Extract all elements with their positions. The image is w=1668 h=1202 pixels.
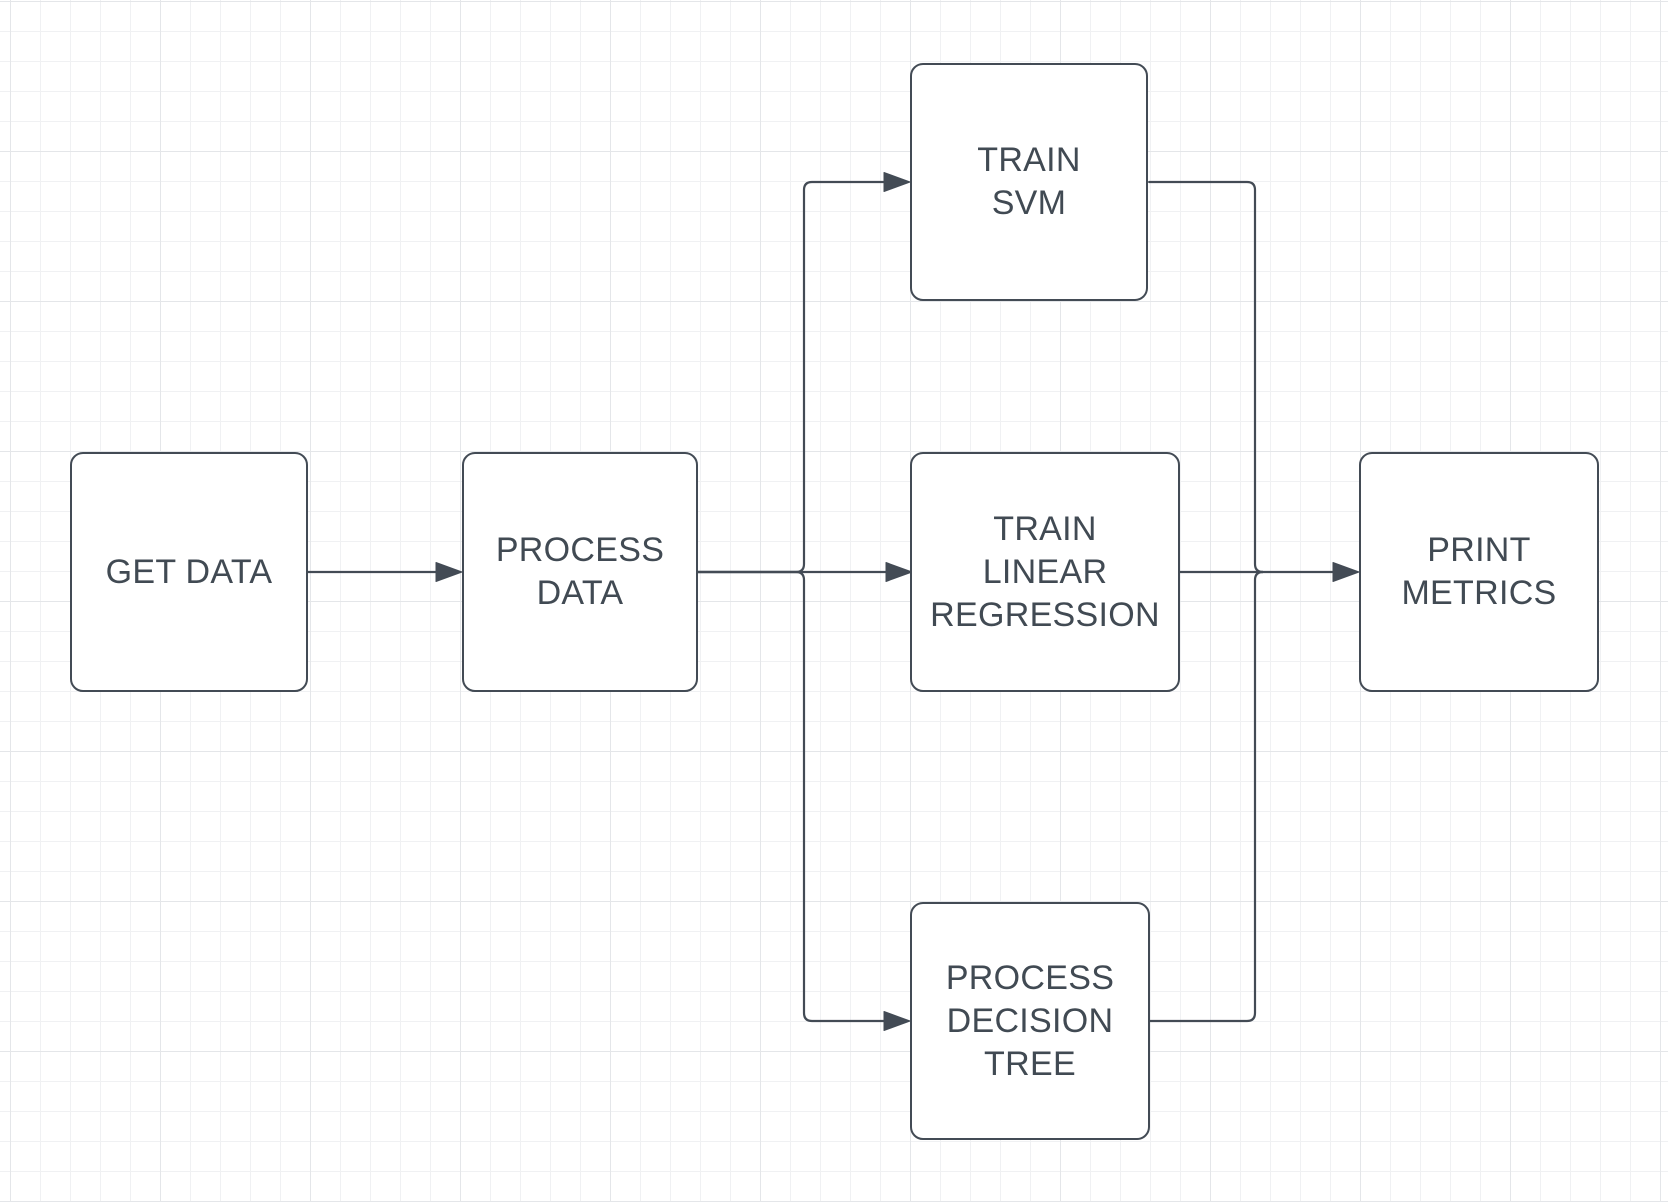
arrowhead-into-process-decision-tree: [883, 1011, 911, 1031]
arrowhead-into-print-metrics: [1332, 562, 1360, 582]
node-train-linear-regression-label: TRAIN LINEAR REGRESSION: [930, 509, 1160, 634]
arrowhead-into-train-svm: [883, 172, 911, 192]
node-process-data-label: PROCESS DATA: [495, 531, 665, 612]
node-train-svm[interactable]: TRAIN SVM: [910, 63, 1148, 301]
arrowhead-into-train-linear-regression: [885, 562, 913, 582]
node-get-data-label: GET DATA: [105, 552, 273, 591]
node-print-metrics[interactable]: PRINT METRICS: [1359, 452, 1599, 692]
node-print-metrics-label: PRINT METRICS: [1401, 531, 1557, 612]
arrowhead-into-process-data: [435, 562, 463, 582]
node-get-data[interactable]: GET DATA: [70, 452, 308, 692]
node-train-svm-label: TRAIN SVM: [977, 141, 1081, 222]
edge-process-data-to-process-decision-tree: [698, 570, 884, 1023]
node-process-decision-tree-label: PROCESS DECISION TREE: [945, 958, 1115, 1083]
node-process-data[interactable]: PROCESS DATA: [462, 452, 698, 692]
node-process-decision-tree[interactable]: PROCESS DECISION TREE: [910, 902, 1150, 1140]
node-train-linear-regression[interactable]: TRAIN LINEAR REGRESSION: [910, 452, 1180, 692]
edge-process-data-to-train-svm: [698, 180, 884, 574]
